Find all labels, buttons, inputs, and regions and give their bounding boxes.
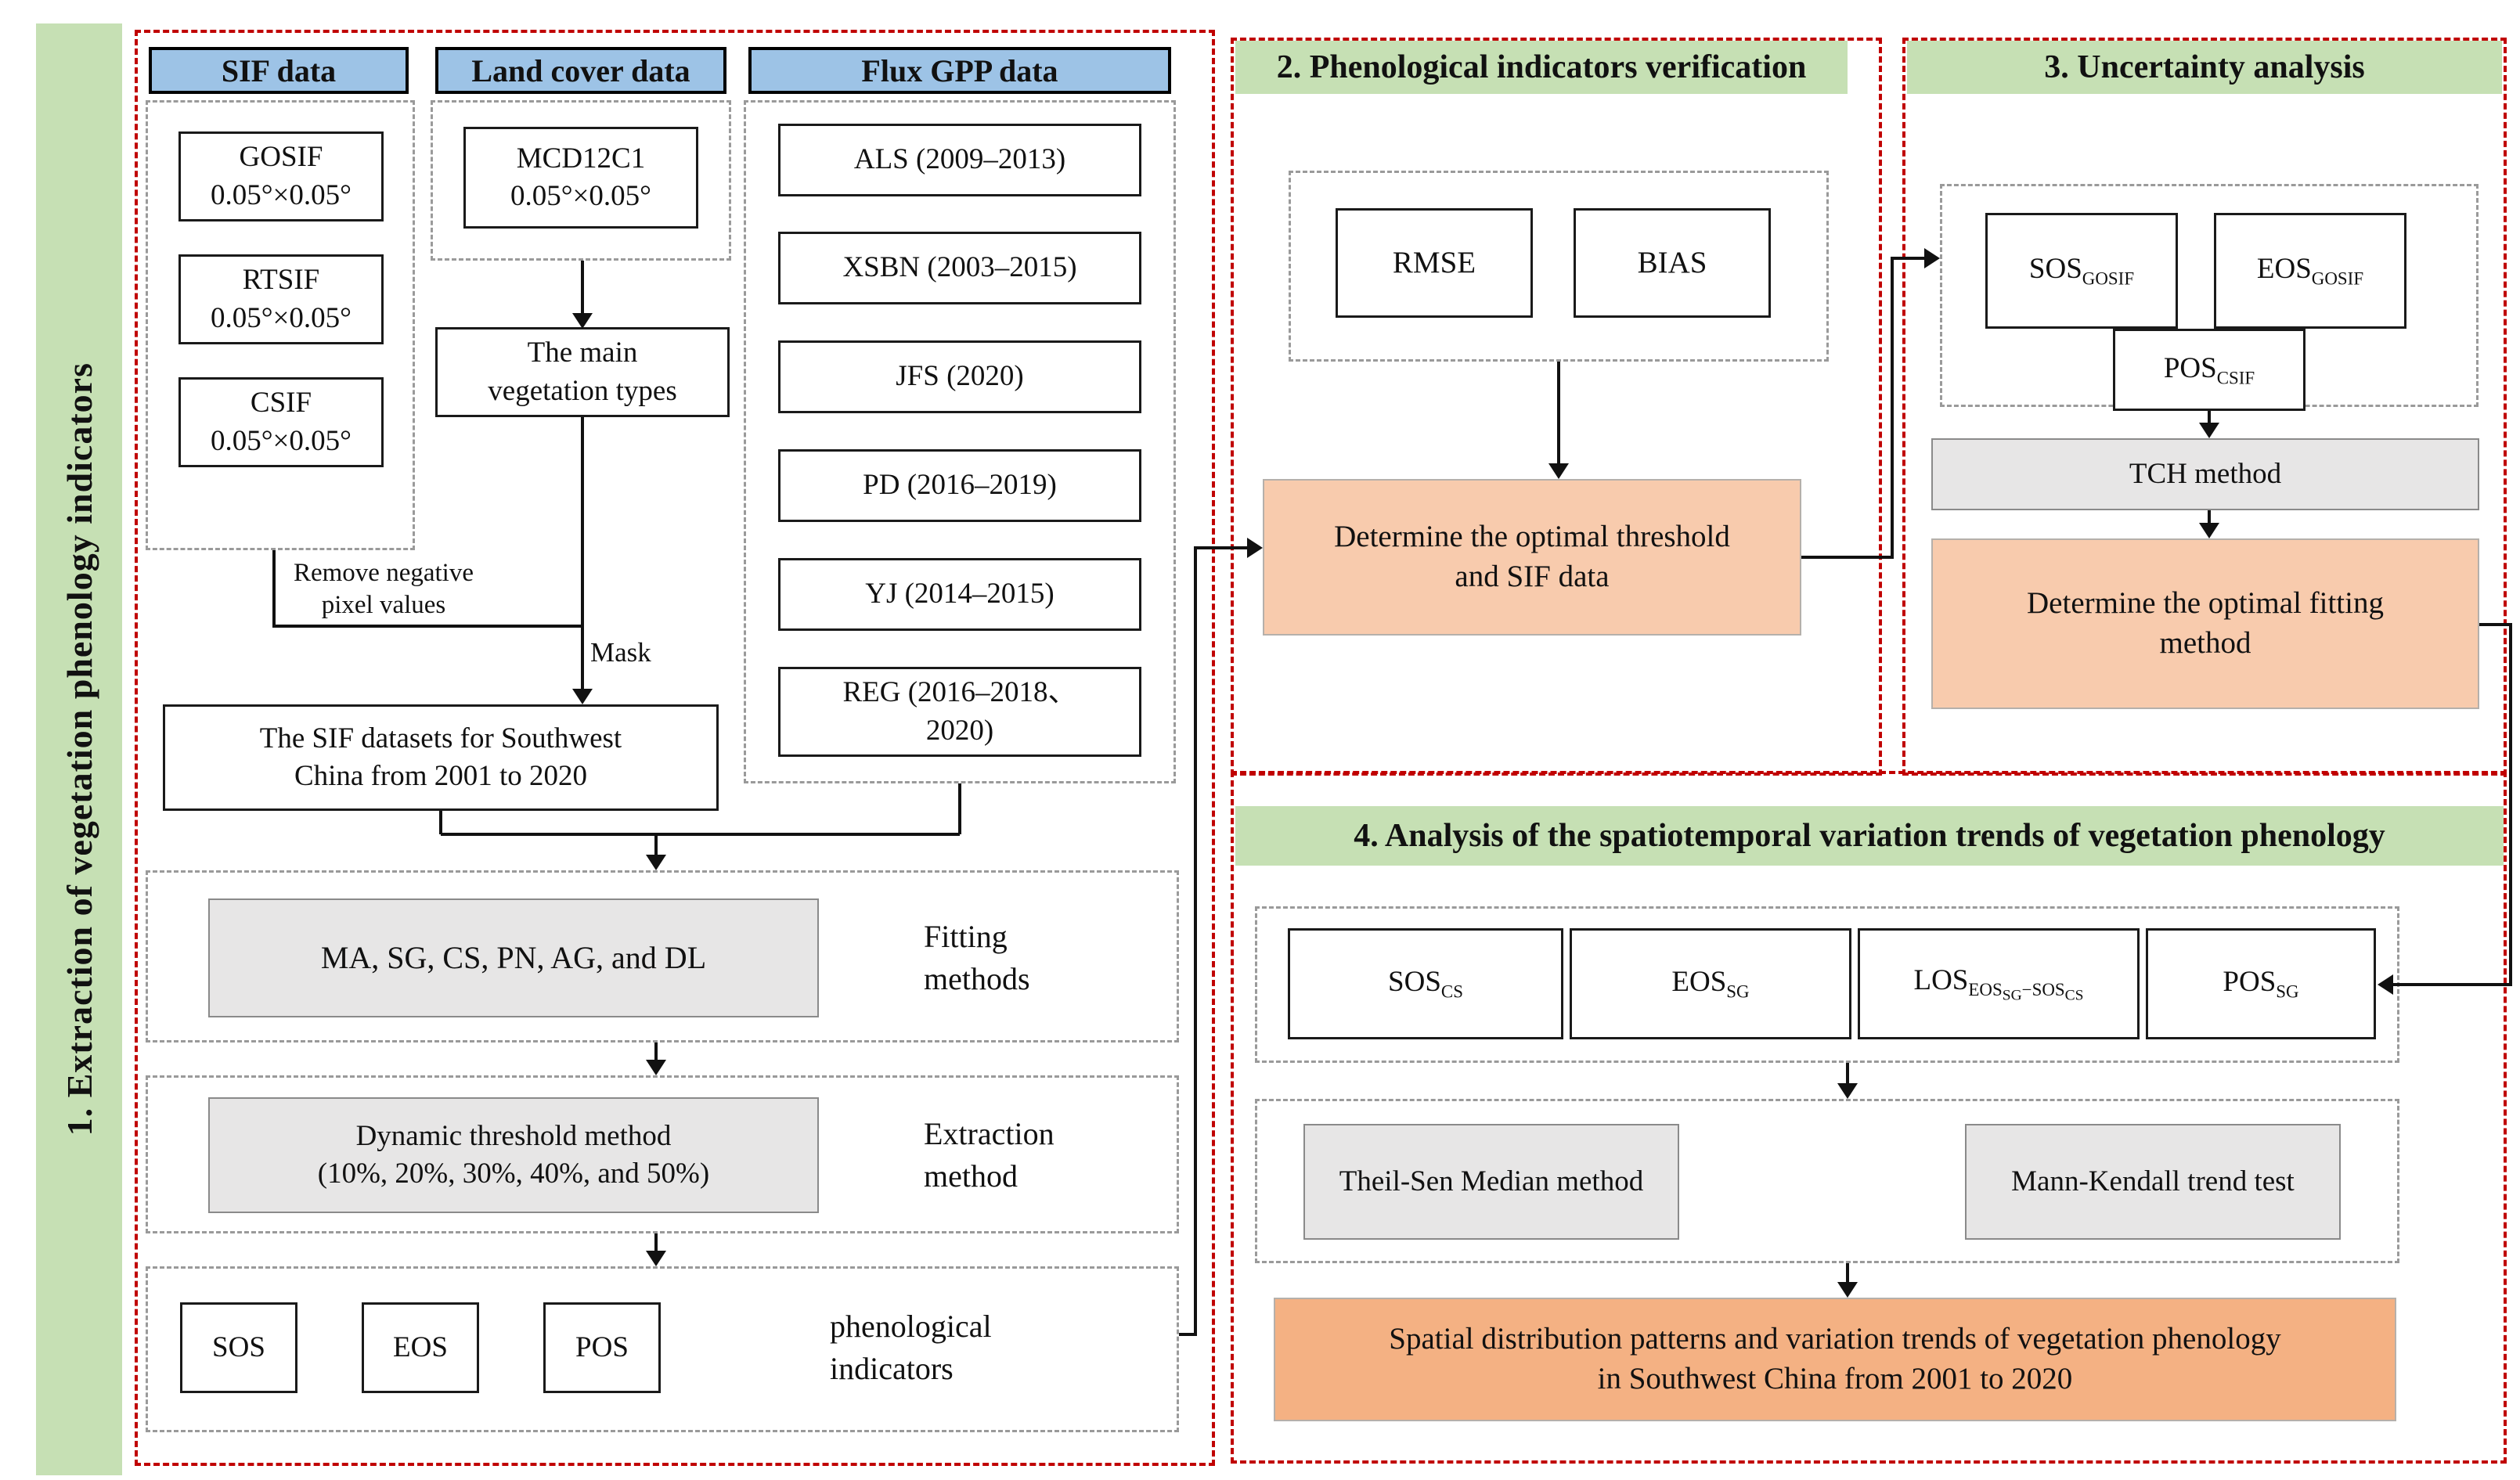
eos-gosif-box: EOSGOSIF (2214, 213, 2406, 329)
extraction-method-container (146, 1075, 1179, 1233)
phenological-indicators-container (146, 1266, 1179, 1432)
flux-gpp-container (744, 100, 1176, 783)
mann-kendall-box: Mann-Kendall trend test (1965, 1124, 2341, 1240)
section2-frame (1231, 38, 1882, 776)
sos-cs-box: SOSCS (1288, 928, 1563, 1039)
main-vegetation-types-box: The main vegetation types (435, 327, 730, 417)
bias-box: BIAS (1574, 208, 1771, 318)
flux-item-xsbn: XSBN (2003–2015) (778, 232, 1141, 304)
flux-gpp-header: Flux GPP data (748, 47, 1171, 94)
sif-data-header: SIF data (149, 47, 409, 94)
sif-item-rtsif: RTSIF 0.05°×0.05° (178, 254, 384, 344)
sos-gosif-label: SOSGOSIF (2028, 253, 2135, 289)
eos-gosif-label: EOSGOSIF (2256, 253, 2364, 289)
eos-sg-box: EOSSG (1570, 928, 1851, 1039)
fitting-methods-container (146, 870, 1179, 1042)
section1-sidebar: 1. Extraction of vegetation phenology in… (36, 23, 122, 1475)
land-cover-header: Land cover data (435, 47, 726, 94)
sif-item-gosif: GOSIF 0.05°×0.05° (178, 131, 384, 221)
flux-item-pd: PD (2016–2019) (778, 449, 1141, 522)
optimal-threshold-box: Determine the optimal threshold and SIF … (1263, 479, 1801, 636)
spatial-patterns-result-box: Spatial distribution patterns and variat… (1274, 1298, 2396, 1421)
flux-item-als: ALS (2009–2013) (778, 124, 1141, 196)
section2-title: 2. Phenological indicators verification (1235, 41, 1848, 94)
phenological-indicators-label: phenological indicators (830, 1309, 992, 1386)
pos-csif-label: POSCSIF (2163, 351, 2255, 388)
fitting-methods-label: Fitting methods (924, 919, 1030, 996)
indicator-eos-box: EOS (362, 1302, 479, 1393)
sif-data-container (146, 100, 415, 550)
sif-dataset-box: The SIF datasets for Southwest China fro… (163, 704, 719, 811)
flux-item-jfs: JFS (2020) (778, 340, 1141, 413)
tch-method-box: TCH method (1931, 438, 2479, 510)
flux-item-reg: REG (2016–2018、 2020) (778, 667, 1141, 757)
fitting-methods-box: MA, SG, CS, PN, AG, and DL (208, 898, 819, 1017)
section1-sidebar-label: 1. Extraction of vegetation phenology in… (59, 362, 99, 1136)
pos-sg-box: POSSG (2146, 928, 2376, 1039)
flux-item-yj: YJ (2014–2015) (778, 558, 1141, 631)
sos-cs-label: SOSCS (1388, 966, 1463, 1002)
extraction-method-label: Extraction method (924, 1116, 1055, 1194)
los-label: LOSEOSSG−SOSCS (1913, 963, 2084, 1004)
optimal-fitting-box: Determine the optimal fitting method (1931, 538, 2479, 709)
section4-title: 4. Analysis of the spatiotemporal variat… (1235, 806, 2504, 866)
pos-sg-label: POSSG (2223, 966, 2299, 1002)
theil-sen-box: Theil-Sen Median method (1303, 1124, 1679, 1240)
sif-item-csif: CSIF 0.05°×0.05° (178, 377, 384, 467)
indicator-sos-box: SOS (180, 1302, 297, 1393)
land-item-mcd12c1: MCD12C1 0.05°×0.05° (463, 127, 698, 229)
pos-csif-box: POSCSIF (2113, 329, 2305, 411)
mask-label: Mask (590, 637, 651, 668)
trend-methods-container (1255, 1099, 2399, 1263)
eos-sg-label: EOSSG (1671, 966, 1750, 1002)
rmse-box: RMSE (1336, 208, 1533, 318)
section3-title: 3. Uncertainty analysis (1907, 41, 2502, 94)
sos-gosif-box: SOSGOSIF (1985, 213, 2178, 329)
land-cover-container (431, 100, 731, 261)
extraction-method-box: Dynamic threshold method (10%, 20%, 30%,… (208, 1097, 819, 1213)
indicator-pos-box: POS (543, 1302, 661, 1393)
remove-negative-label: Remove negative pixel values (293, 559, 474, 620)
los-box: LOSEOSSG−SOSCS (1858, 928, 2140, 1039)
